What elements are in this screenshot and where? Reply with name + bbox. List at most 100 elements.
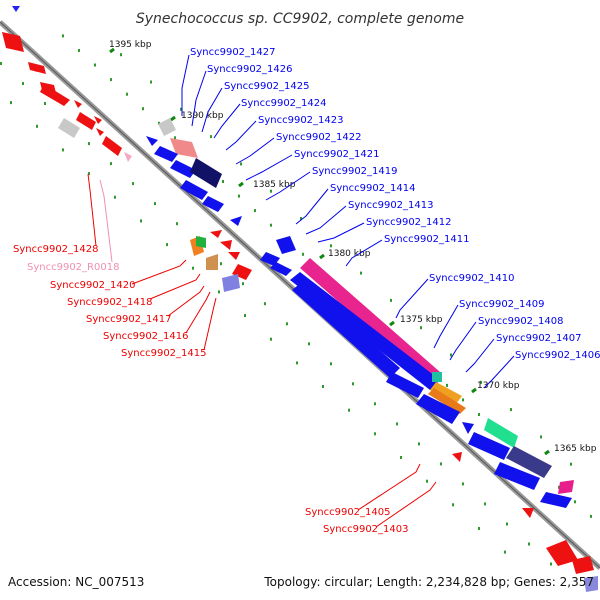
gene-arrow[interactable] xyxy=(170,160,196,178)
gene-arrow[interactable] xyxy=(228,252,240,260)
gene-arrow[interactable] xyxy=(180,180,208,200)
gene-label[interactable]: Syncc9902_1421 xyxy=(294,149,380,160)
gene-arrow[interactable] xyxy=(202,196,224,212)
track-dot xyxy=(540,435,542,439)
gene-label[interactable]: Syncc9902_1406 xyxy=(515,350,600,361)
accession-text: Accession: NC_007513 xyxy=(8,575,144,589)
track-dot xyxy=(22,82,24,85)
gene-label[interactable]: Syncc9902_1422 xyxy=(276,132,362,143)
track-dot xyxy=(396,422,398,426)
gene-arrow[interactable] xyxy=(462,422,474,434)
gene-arrow[interactable] xyxy=(468,432,510,460)
gene-label[interactable]: Syncc9902_1428 xyxy=(13,244,99,255)
gene-label[interactable]: Syncc9902_1413 xyxy=(348,200,434,211)
forward-gene-labels: Syncc9902_1427 Syncc9902_1426 Syncc9902_… xyxy=(190,47,600,361)
track-dot xyxy=(270,223,272,227)
gene-arrow[interactable] xyxy=(276,236,296,254)
gene-arrow[interactable] xyxy=(102,136,122,156)
gene-block[interactable] xyxy=(484,418,518,448)
gene-label[interactable]: Syncc9902_1414 xyxy=(330,183,416,194)
gene-arrow[interactable] xyxy=(416,394,460,424)
gene-label[interactable]: Syncc9902_1409 xyxy=(459,299,545,310)
gene-label[interactable]: Syncc9902_1426 xyxy=(207,64,293,75)
gene-label[interactable]: Syncc9902_1411 xyxy=(384,234,470,245)
track-dot xyxy=(374,432,376,436)
gene-arrow[interactable] xyxy=(546,540,578,566)
gene-arrow[interactable] xyxy=(260,252,280,266)
gene-arrow[interactable] xyxy=(522,508,534,518)
gene-block[interactable] xyxy=(196,236,206,248)
track-dot xyxy=(440,462,442,466)
track-dot xyxy=(140,219,142,223)
track-dot xyxy=(308,342,310,346)
gene-label[interactable]: Syncc9902_1420 xyxy=(50,280,136,291)
gene-block[interactable] xyxy=(58,118,80,138)
track-dot xyxy=(462,482,464,486)
track-dot xyxy=(126,92,128,96)
gene-label[interactable]: Syncc9902_1418 xyxy=(67,297,153,308)
gene-block[interactable] xyxy=(430,382,462,404)
gene-block[interactable] xyxy=(158,118,176,136)
gene-block[interactable] xyxy=(584,576,598,592)
gene-label[interactable]: Syncc9902_1405 xyxy=(305,507,391,518)
gene-arrow[interactable] xyxy=(146,136,158,146)
gene-label[interactable]: Syncc9902_1415 xyxy=(121,348,207,359)
track-dot xyxy=(570,462,572,466)
track-dot xyxy=(114,195,116,199)
gene-block[interactable] xyxy=(506,446,552,478)
track-dot xyxy=(166,243,168,247)
gene-label[interactable]: Syncc9902_1424 xyxy=(241,98,327,109)
track-dot xyxy=(132,182,134,186)
gene-arrow[interactable] xyxy=(494,462,540,490)
gene-label[interactable]: Syncc9902_1416 xyxy=(103,331,189,342)
gene-band[interactable] xyxy=(292,282,400,378)
track-dot xyxy=(352,382,354,386)
track-dot xyxy=(150,80,152,84)
gene-label[interactable]: Syncc9902_1412 xyxy=(366,217,452,228)
gene-label[interactable]: Syncc9902_1427 xyxy=(190,47,276,58)
gene-arrow[interactable] xyxy=(230,216,242,226)
track-dot xyxy=(174,136,176,140)
gene-arrow[interactable] xyxy=(540,492,572,508)
gene-1410-band[interactable] xyxy=(300,258,440,382)
trna-feature[interactable] xyxy=(124,152,132,162)
gene-arrow[interactable] xyxy=(220,240,232,250)
gene-block[interactable] xyxy=(222,274,240,292)
gene-label[interactable]: Syncc9902_1410 xyxy=(429,273,515,284)
bottom-gene-labels: Syncc9902_1405 Syncc9902_1403 xyxy=(305,507,409,535)
track-dot xyxy=(574,500,576,504)
track-dot xyxy=(452,503,454,507)
gene-arrow[interactable] xyxy=(154,146,178,162)
gene-arrow[interactable] xyxy=(572,556,594,574)
gene-label[interactable]: Syncc9902_1407 xyxy=(496,333,582,344)
gene-block[interactable] xyxy=(170,138,198,158)
gene-arrow[interactable] xyxy=(452,452,462,462)
gene-arrow[interactable] xyxy=(12,6,20,12)
gene-block[interactable] xyxy=(190,158,222,188)
gene-label[interactable]: Syncc9902_1403 xyxy=(323,524,409,535)
gene-arrow[interactable] xyxy=(386,372,424,398)
gene-arrow[interactable] xyxy=(76,112,96,130)
track-dot xyxy=(0,62,2,65)
track-dot xyxy=(218,290,220,294)
track-dot xyxy=(360,271,362,275)
track-dot xyxy=(330,362,332,366)
gene-label[interactable]: Syncc9902_1417 xyxy=(86,314,172,325)
gene-arrow[interactable] xyxy=(270,262,292,276)
track-dot xyxy=(192,266,194,270)
gene-block[interactable] xyxy=(558,480,574,494)
gene-label[interactable]: Syncc9902_1408 xyxy=(478,316,564,327)
track-dot xyxy=(176,222,178,226)
middle-reverse-genes xyxy=(190,230,598,592)
gene-block[interactable] xyxy=(206,254,218,270)
track-dot xyxy=(88,172,90,176)
gene-label[interactable]: Syncc9902_1423 xyxy=(258,115,344,126)
trna-label[interactable]: Syncc9902_R0018 xyxy=(27,262,119,273)
gene-block[interactable] xyxy=(432,372,442,382)
gene-block[interactable] xyxy=(428,388,466,414)
track-dot xyxy=(506,522,508,526)
gene-label[interactable]: Syncc9902_1419 xyxy=(312,166,398,177)
gene-band[interactable] xyxy=(290,272,440,390)
gene-arrow[interactable] xyxy=(40,84,70,106)
gene-label[interactable]: Syncc9902_1425 xyxy=(224,81,310,92)
